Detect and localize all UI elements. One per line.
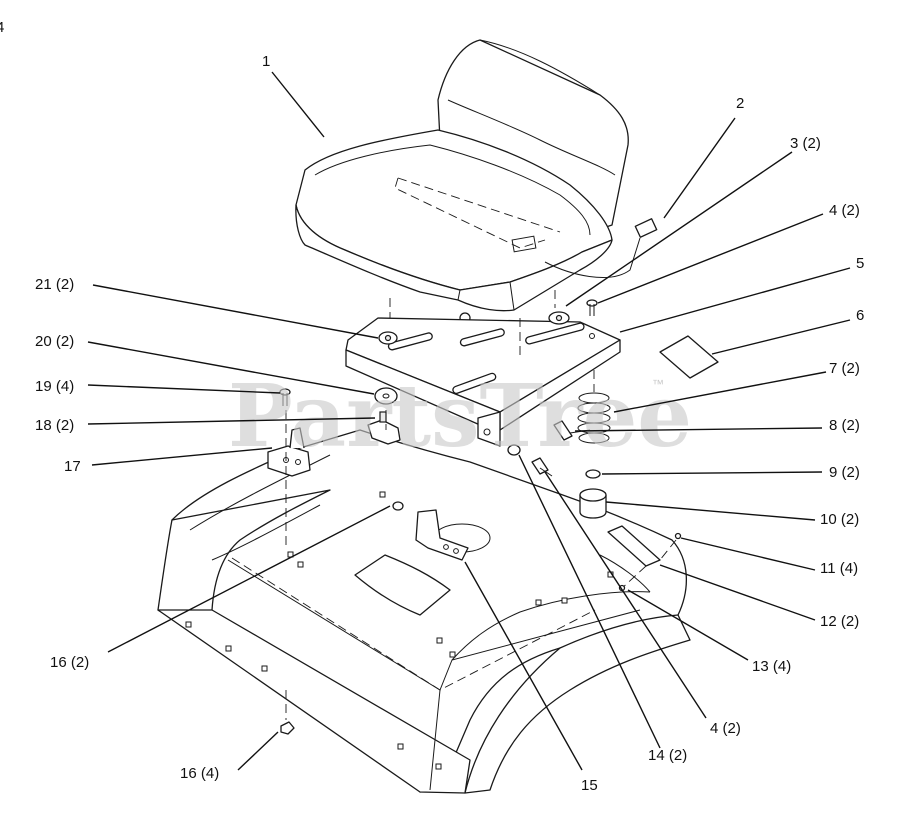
seat-plate <box>345 311 621 447</box>
decal <box>659 335 719 379</box>
left-bracket-17 <box>267 427 311 477</box>
fender-deck <box>157 429 691 794</box>
callout-21: 21 (2) <box>35 276 74 293</box>
deck-bracket <box>415 509 469 561</box>
callout-8: 8 (2) <box>829 417 860 434</box>
callout-20: 20 (2) <box>35 333 74 350</box>
nut-16-bottom <box>280 721 295 735</box>
callout-16-left: 16 (2) <box>50 654 89 671</box>
callout-4-lower: 4 (2) <box>710 720 741 737</box>
bolt-upper <box>586 299 598 316</box>
leader-lines <box>87 71 851 771</box>
callout-15: 15 <box>581 777 598 794</box>
callout-13: 13 (4) <box>752 658 791 675</box>
callout-2: 2 <box>736 95 744 112</box>
spring <box>577 370 611 444</box>
seat <box>295 39 658 312</box>
watermark: PartsTree <box>228 366 692 467</box>
callout-10: 10 (2) <box>820 511 859 528</box>
callout-9: 9 (2) <box>829 464 860 481</box>
callout-18: 18 (2) <box>35 417 74 434</box>
callout-labels: 1 2 3 (2) 4 (2) 5 6 7 (2) 8 (2) 9 (2) 10… <box>35 53 864 794</box>
callout-3: 3 (2) <box>790 135 821 152</box>
callout-6: 6 <box>856 307 864 324</box>
knob-18 <box>367 411 401 445</box>
callout-17: 17 <box>64 458 81 475</box>
bumper-10 <box>579 488 607 519</box>
callout-5: 5 <box>856 255 864 272</box>
washer-20 <box>374 387 398 405</box>
nut-9 <box>585 469 601 479</box>
bolt-19 <box>279 388 291 406</box>
callout-1: 1 <box>262 53 270 70</box>
callout-4-upper: 4 (2) <box>829 202 860 219</box>
corner-mark: 4 <box>0 19 4 36</box>
callout-11: 11 (4) <box>820 560 858 577</box>
callout-16-bottom: 16 (4) <box>180 765 219 782</box>
washer-14 <box>507 444 521 456</box>
watermark-trademark: ™ <box>652 377 664 391</box>
callout-14: 14 (2) <box>648 747 687 764</box>
callout-7: 7 (2) <box>829 360 860 377</box>
bolt-lower <box>531 457 553 477</box>
callout-19: 19 (4) <box>35 378 74 395</box>
nut-16-small <box>392 501 404 511</box>
callout-12: 12 (2) <box>820 613 859 630</box>
